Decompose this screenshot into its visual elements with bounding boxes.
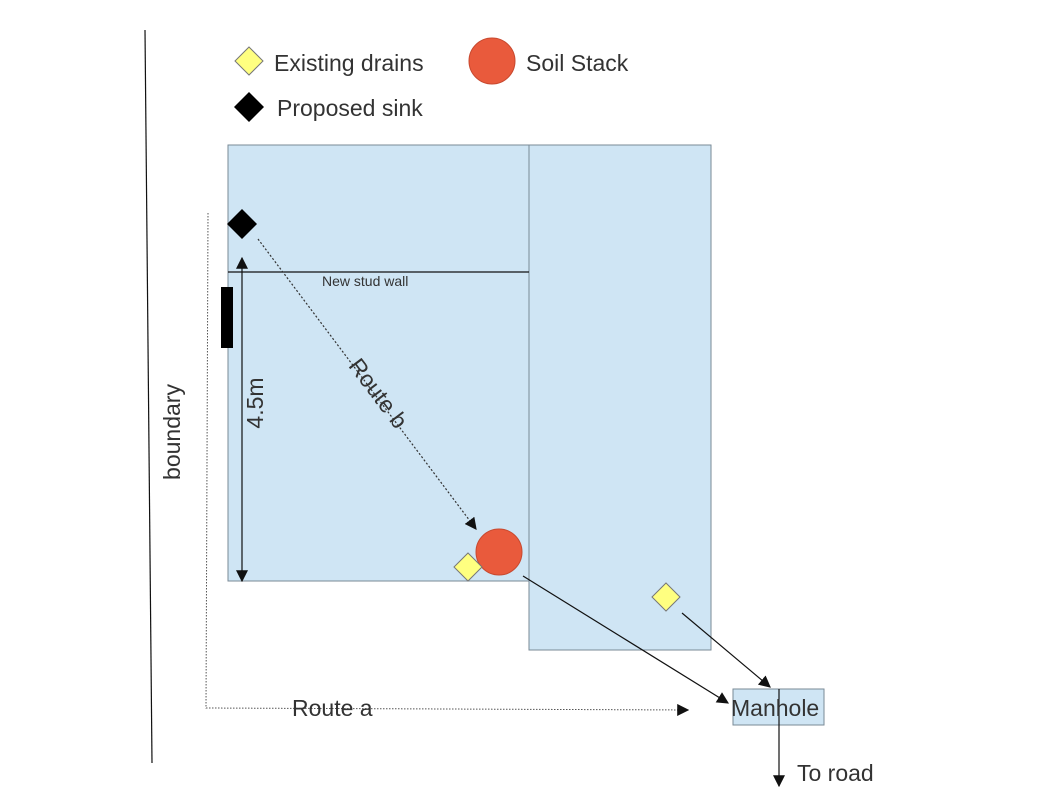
building-extension [528, 144, 712, 651]
boundary-line [144, 29, 153, 764]
pipe-stack-to-manhole [522, 575, 730, 704]
route-a-label: Route a [292, 695, 373, 721]
proposed-sink-symbol [227, 209, 257, 239]
existing-drain-legend-icon [234, 46, 264, 76]
dimension-label: 4.5m [242, 377, 268, 428]
route-a-line [205, 212, 690, 716]
route-b-line [257, 238, 477, 530]
existing-drain-2 [651, 582, 681, 612]
existing-drain-1 [453, 552, 483, 582]
wall-opening-marker [221, 287, 233, 348]
building-main [227, 144, 530, 582]
manhole-label: Manhole [731, 695, 819, 721]
pipe-drain-to-manhole [681, 612, 771, 688]
soil-stack-symbol [475, 528, 523, 576]
proposed-sink-legend-icon [234, 92, 264, 122]
legend-proposed-sink: Proposed sink [277, 95, 423, 121]
soil-stack-legend-icon [468, 37, 516, 85]
legend-existing-drains: Existing drains [274, 50, 424, 76]
boundary-label: boundary [159, 384, 185, 480]
legend: Existing drains Soil Stack Proposed sink [234, 37, 629, 122]
to-road-label: To road [797, 760, 874, 786]
legend-soil-stack: Soil Stack [526, 50, 629, 76]
new-stud-wall-label: New stud wall [322, 273, 408, 289]
